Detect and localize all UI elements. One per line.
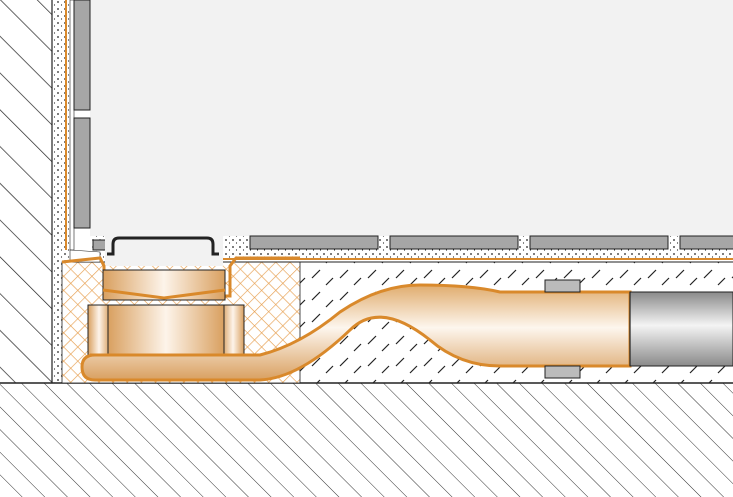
wall-tile <box>73 0 91 111</box>
floor-tile <box>389 235 519 250</box>
drain-top-body <box>102 269 226 301</box>
drain-flange-right <box>221 304 245 356</box>
floor-tile <box>529 235 669 250</box>
masonry-wall <box>0 0 52 383</box>
drain-pot <box>107 304 225 356</box>
pipe-seal-bottom <box>544 365 581 379</box>
drain-channel <box>105 236 223 266</box>
drain-grate <box>107 236 219 256</box>
room-space <box>90 0 733 236</box>
floor-tile <box>249 235 379 250</box>
outlet-pipe <box>80 283 632 382</box>
floor-tile <box>679 235 733 250</box>
pipe-seal-top <box>544 279 581 293</box>
drain-flange-left <box>87 304 111 356</box>
concrete-slab <box>0 383 733 497</box>
wall-tile <box>73 117 91 229</box>
drain-pipe <box>629 291 733 367</box>
